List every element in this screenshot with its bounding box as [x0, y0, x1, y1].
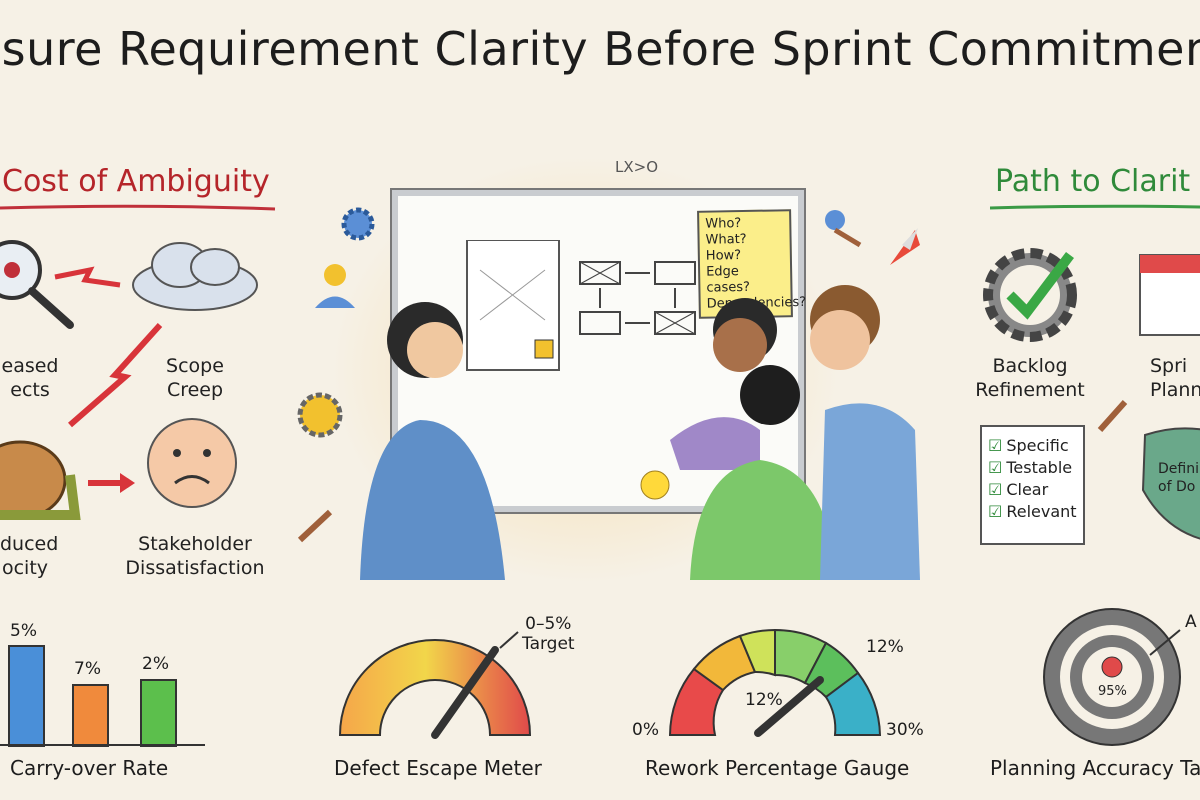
checklist-item: ☑Clear — [988, 480, 1049, 499]
tools-icon — [825, 210, 862, 248]
checklist-item: ☑Relevant — [988, 502, 1077, 521]
storm-cloud-icon — [132, 242, 258, 311]
defect-escape-gauge — [338, 631, 532, 739]
bar-axis — [0, 744, 205, 746]
path-to-clarity-heading: Path to Clarit — [995, 164, 1191, 199]
gauge-needle — [431, 646, 499, 739]
heading-underline — [990, 204, 1200, 210]
floating-icons — [297, 207, 920, 543]
bar-label: 2% — [142, 654, 169, 674]
lightbulb-icon — [640, 470, 670, 500]
gauge-needle — [754, 676, 824, 737]
woman-green — [690, 365, 835, 580]
gear-check-icon — [983, 248, 1077, 342]
arrow-icon — [88, 473, 135, 493]
sad-face-icon — [147, 418, 237, 508]
ambiguity-illustrations — [0, 240, 258, 520]
board-scribble: LX>O — [615, 158, 659, 176]
rework-min-label: 0% — [632, 720, 659, 740]
checklist-item: ☑Specific — [988, 436, 1069, 455]
checkbox-icon: ☑ — [988, 436, 1003, 455]
wireframe-sketches — [466, 240, 696, 371]
gear-icon — [341, 207, 375, 241]
rework-pointer-label: 12% — [866, 637, 904, 657]
carry-over-bar-chart: 5% 7% 2% — [0, 615, 210, 747]
planning-accuracy-target — [1043, 608, 1181, 746]
bar-label: 5% — [10, 621, 37, 641]
bug-magnifier-icon — [0, 240, 74, 329]
planning-accuracy-caption: Planning Accuracy Ta — [990, 756, 1200, 780]
bar-green — [140, 679, 177, 747]
shield-icon — [1141, 427, 1200, 540]
target-value-label: 95% — [1098, 684, 1127, 699]
cost-of-ambiguity-heading: Cost of Ambiguity — [2, 164, 270, 199]
bar-label: 7% — [74, 659, 101, 679]
brush-icon — [297, 509, 333, 543]
checkbox-icon: ☑ — [988, 480, 1003, 499]
bearded-man — [810, 285, 920, 580]
calendar-icon — [1139, 254, 1200, 336]
lightning-bolt-icon — [68, 322, 163, 428]
snail-icon — [0, 440, 81, 520]
rework-caption: Rework Percentage Gauge — [645, 756, 910, 780]
defect-target-label: 0–5%Target — [522, 614, 575, 654]
woman-left — [360, 302, 505, 580]
target-arrow-label: A — [1185, 612, 1197, 632]
lightning-arrow-icon — [54, 266, 121, 288]
heading-underline — [0, 204, 276, 211]
requirements-checklist: ☑Specific ☑Testable ☑Clear ☑Relevant — [980, 425, 1085, 545]
bar-orange — [72, 684, 109, 747]
checkbox-icon: ☑ — [988, 458, 1003, 477]
page-title: nsure Requirement Clarity Before Sprint … — [0, 22, 1200, 76]
bar-blue — [8, 645, 45, 747]
rework-value-label: 12% — [745, 690, 783, 710]
rocket-icon — [890, 228, 920, 265]
rework-max-label: 30% — [886, 720, 924, 740]
man-glasses — [670, 298, 777, 470]
team-illustration — [360, 285, 920, 580]
gear-face-icon — [297, 392, 343, 438]
carry-over-caption: Carry-over Rate — [10, 756, 169, 780]
user-icon — [315, 264, 355, 308]
sprint-planning-label: SpriPlanni — [1150, 355, 1200, 401]
brush-icon — [1097, 400, 1128, 432]
rework-gauge — [668, 628, 882, 737]
checkbox-icon: ☑ — [988, 502, 1003, 521]
checklist-item: ☑Testable — [988, 458, 1073, 477]
defect-escape-caption: Defect Escape Meter — [334, 756, 542, 780]
clarity-illustrations — [983, 248, 1200, 540]
